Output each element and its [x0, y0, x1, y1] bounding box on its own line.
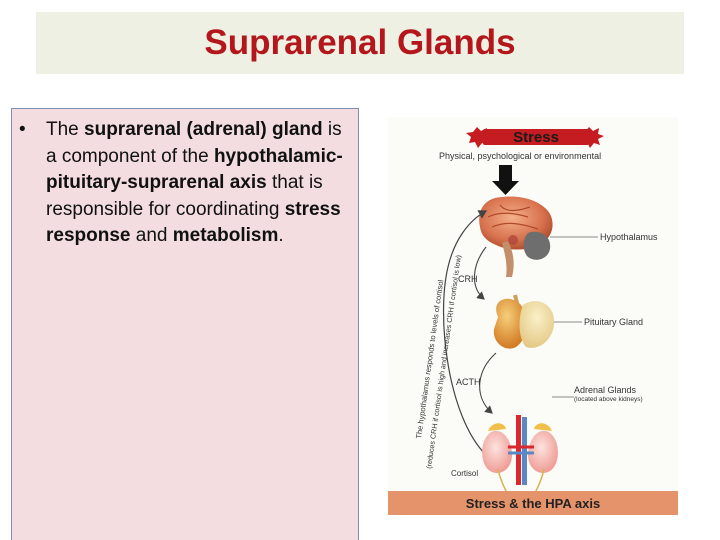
- bullet-bold-metabolism: metabolism: [172, 225, 279, 246]
- adrenal-sublabel: (located above kidneys): [574, 396, 643, 403]
- crh-arrow-icon: [473, 246, 487, 300]
- pituitary-icon: [493, 294, 555, 349]
- text-panel: • The suprarenal (adrenal) gland is a co…: [11, 108, 359, 540]
- bullet-item: • The suprarenal (adrenal) gland is a co…: [19, 117, 349, 250]
- bullet-text-part: that is responsible for coordinating: [46, 172, 323, 220]
- stress-label: Stress: [513, 129, 559, 146]
- bullet-text-part: and: [130, 225, 173, 246]
- bullet-bold-gland: suprarenal (adrenal) gland: [84, 119, 323, 140]
- hpa-axis-figure: Stress Physical, psychological or enviro…: [388, 117, 678, 515]
- feedback-arrow-icon: [442, 210, 488, 456]
- cortisol-label: Cortisol: [451, 469, 478, 478]
- stress-banner: Stress Physical, psychological or enviro…: [439, 127, 604, 161]
- slide-title: Suprarenal Glands: [204, 23, 516, 62]
- acth-label: ACTH: [456, 377, 481, 387]
- bullet-text-part: is a component of the: [46, 119, 342, 167]
- stress-subtitle: Physical, psychological or environmental: [439, 151, 601, 161]
- acth-arrow-icon: [479, 352, 497, 414]
- bullet-bold-stress: stress response: [46, 198, 341, 247]
- hypothalamus-label: Hypothalamus: [600, 232, 658, 242]
- crh-label: CRH: [458, 274, 478, 284]
- kidneys-icon: [482, 415, 558, 496]
- pituitary-label: Pituitary Gland: [584, 317, 643, 327]
- figure-caption: Stress & the HPA axis: [466, 496, 600, 511]
- title-banner: Suprarenal Glands: [36, 12, 684, 74]
- adrenal-label: Adrenal Glands: [574, 385, 637, 395]
- bullet-symbol: •: [19, 119, 26, 140]
- bullet-text-part: The: [46, 119, 85, 140]
- brain-icon: [479, 196, 553, 277]
- caption-bar: [388, 491, 678, 515]
- bullet-text-part: .: [278, 225, 284, 246]
- bullet-bold-axis: hypothalamic-pituitary-suprarenal axis: [46, 145, 343, 194]
- bullet-text: The suprarenal (adrenal) gland is a comp…: [46, 117, 349, 250]
- hpa-diagram: Stress Physical, psychological or enviro…: [388, 127, 678, 515]
- down-arrow-icon: [492, 165, 519, 195]
